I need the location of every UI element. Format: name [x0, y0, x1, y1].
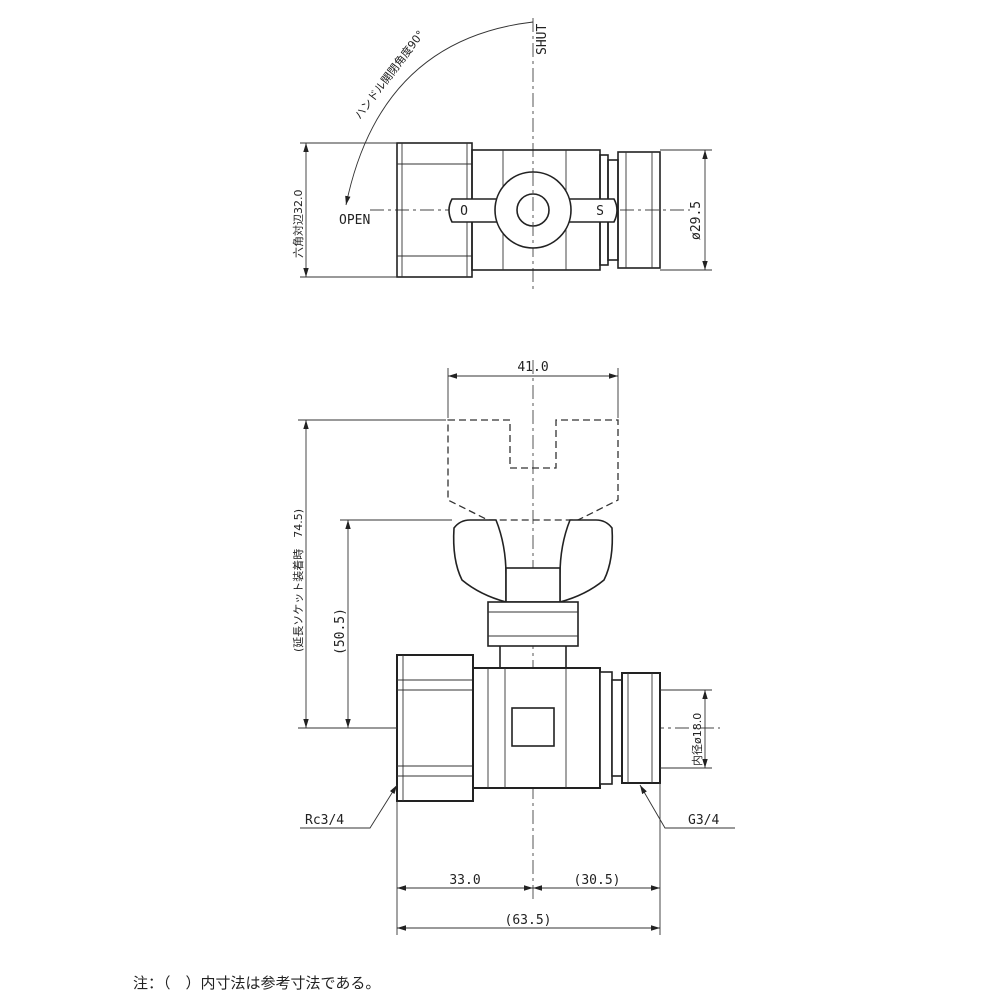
front-hex-nut: [396, 654, 474, 802]
front-body: [472, 667, 613, 789]
front-view: 41.0 (延長ソケット装着時 74.5) (50.5) 内径ø18.0 Rc3…: [291, 360, 735, 935]
wing-handle: [452, 519, 507, 604]
stem-nut: [487, 601, 579, 647]
reference-note: 注：（ ）内寸法は参考寸法である。: [133, 974, 380, 992]
body-window: [511, 707, 555, 747]
right-length-label: (30.5): [574, 873, 621, 888]
g-thread-label: G3/4: [688, 813, 719, 828]
socket-height-label: (延長ソケット装着時 74.5): [291, 509, 305, 652]
handle-open-mark: O: [460, 204, 468, 219]
open-label: OPEN: [339, 213, 370, 228]
top-view: O S SHUT OPEN ハンドル開閉角度90° 六角対辺32.0 ø29.5: [291, 18, 712, 292]
height-label: (50.5): [333, 608, 348, 655]
front-threaded-end: [611, 672, 661, 784]
handle-width-label: 41.0: [517, 360, 548, 375]
inner-dia-label: 内径ø18.0: [690, 713, 704, 766]
rotation-arc: [345, 21, 534, 206]
extended-handle-outline: [447, 419, 619, 521]
total-length-label: (63.5): [505, 913, 552, 928]
hex-width-label: 六角対辺32.0: [291, 190, 305, 259]
outer-dia-label: ø29.5: [689, 201, 704, 240]
shut-label: SHUT: [535, 24, 550, 55]
left-length-label: 33.0: [449, 873, 480, 888]
top-handle: O S: [448, 171, 618, 249]
handle-shut-mark: S: [596, 204, 604, 219]
handle-angle-label: ハンドル開閉角度90°: [351, 28, 427, 122]
rc-thread-label: Rc3/4: [305, 813, 344, 828]
